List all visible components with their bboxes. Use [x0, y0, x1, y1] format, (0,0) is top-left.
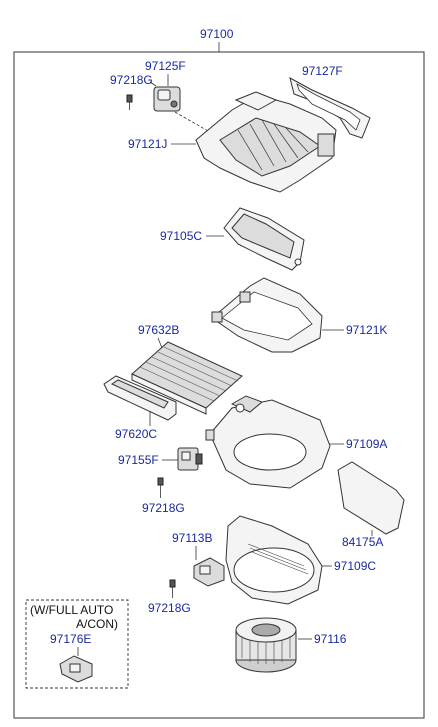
callout-97105C: 97105C: [160, 229, 202, 243]
bolt-97218G-mid: [157, 477, 164, 498]
bolt-97218G-top: [126, 94, 133, 110]
upper-case-97109A: [205, 395, 331, 489]
cover-97105C: [223, 207, 305, 271]
callout-97125F: 97125F: [145, 59, 186, 73]
sensor-97155F: [177, 447, 203, 471]
callout-97116: 97116: [314, 632, 347, 646]
sensor-97176E: [59, 655, 93, 683]
callout-97121K: 97121K: [346, 323, 387, 337]
callout-97218G-top: 97218G: [110, 73, 153, 87]
callout-97620C: 97620C: [115, 427, 157, 441]
option-box: [25, 599, 129, 689]
callout-97109C: 97109C: [334, 559, 376, 573]
callout-97109A: 97109A: [346, 437, 387, 451]
bolt-97218G-low: [169, 579, 176, 598]
option-box-line2: A/CON): [76, 617, 118, 631]
assembly-frame: [13, 51, 425, 719]
callout-97155F: 97155F: [118, 453, 159, 467]
callout-97113B: 97113B: [172, 531, 212, 545]
callout-97127F: 97127F: [302, 64, 343, 78]
callout-84175A: 84175A: [342, 535, 383, 549]
callout-97121J: 97121J: [128, 137, 167, 151]
callout-97218G-mid: 97218G: [142, 501, 185, 515]
guide-97620C: [103, 375, 177, 421]
actuator-97125F: [153, 86, 216, 136]
blower-motor-97116: [235, 617, 297, 673]
lower-case-97109C: [225, 515, 323, 605]
cabin-filter-97632B: [131, 341, 243, 415]
assembly-number-label: 97100: [200, 27, 234, 41]
callout-97218G-low: 97218G: [148, 601, 191, 615]
callout-97176E: 97176E: [50, 632, 91, 646]
option-box-line1: (W/FULL AUTO: [30, 603, 113, 617]
resistor-97113B: [193, 557, 225, 587]
pad-84175A: [337, 461, 405, 535]
callout-97632B: 97632B: [138, 323, 179, 337]
filter-frame-97121K: [211, 277, 323, 353]
gasket-97127F: [289, 77, 371, 139]
intake-case-97121J: [195, 91, 337, 193]
